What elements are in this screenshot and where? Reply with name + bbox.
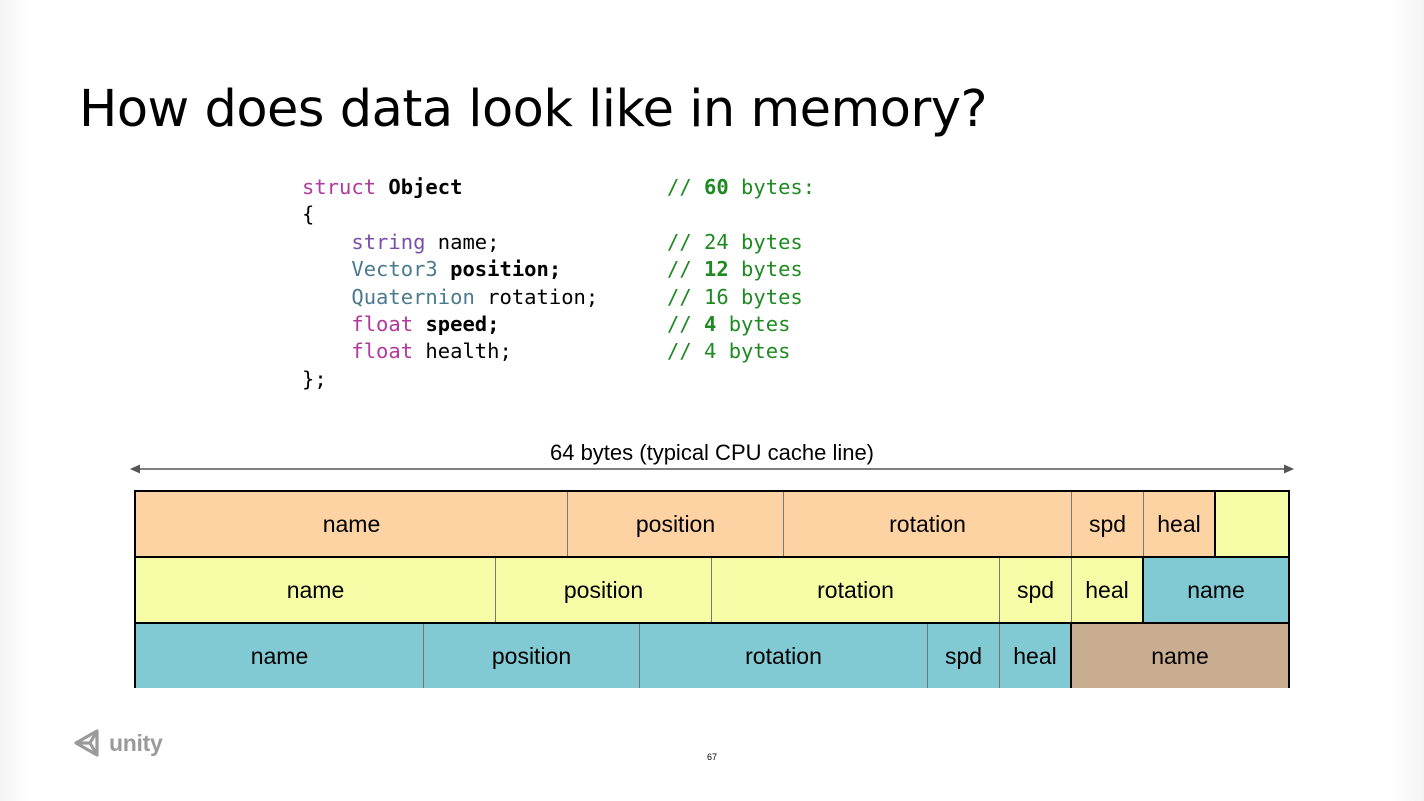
code-token: health; (413, 339, 512, 364)
code-token: }; (302, 366, 327, 391)
code-comment: // 24 bytes (667, 229, 803, 256)
row-separator (136, 556, 1288, 558)
code-token: float (351, 339, 414, 364)
memory-field-rotation: rotation (784, 492, 1072, 556)
memory-field-padding (1216, 492, 1288, 556)
code-comment: // 16 bytes (667, 284, 803, 311)
code-indent (302, 339, 351, 363)
memory-field-spd: spd (1072, 492, 1144, 556)
memory-field-heal: heal (1072, 558, 1144, 622)
unity-logo-text: unity (109, 729, 163, 756)
code-text: Vector3 position; (302, 256, 561, 283)
cache-line-label: 64 bytes (typical CPU cache line) (549, 440, 875, 465)
code-token: rotation; (474, 284, 599, 309)
code-token (376, 175, 388, 199)
comment-token: bytes (728, 257, 803, 282)
code-text: float speed; (302, 311, 500, 338)
code-token: Object (388, 175, 463, 199)
code-token (413, 312, 425, 336)
memory-field-name: name (1144, 558, 1288, 622)
code-indent (302, 312, 351, 336)
code-comment: // 60 bytes: (667, 174, 815, 201)
memory-field-name: name (136, 624, 424, 688)
comment-token: // (667, 257, 705, 282)
row-separator (136, 622, 1288, 624)
code-token: struct (302, 175, 377, 199)
code-comment: // 4 bytes (667, 311, 790, 338)
memory-field-name: name (136, 558, 496, 622)
code-token: float (351, 311, 414, 336)
code-comment: // 12 bytes (667, 256, 803, 283)
code-text: float health; (302, 338, 512, 365)
code-token: speed; (425, 311, 500, 336)
slide-title: How does data look like in memory? (79, 80, 988, 139)
code-text: struct Object (302, 174, 462, 201)
code-token: Quaternion (351, 284, 475, 309)
code-indent (302, 285, 351, 309)
code-token: string (351, 229, 426, 254)
memory-field-heal: heal (1144, 492, 1216, 556)
comment-token: // (667, 175, 705, 199)
page-number: 67 (706, 752, 717, 762)
memory-field-spd: spd (1000, 558, 1072, 622)
memory-field-position: position (424, 624, 640, 688)
code-token: position; (450, 257, 562, 282)
memory-field-heal: heal (1000, 624, 1072, 688)
code-token: { (302, 202, 315, 227)
code-token: name; (425, 229, 500, 254)
unity-cube-icon (74, 729, 99, 757)
comment-token: bytes: (728, 175, 816, 199)
comment-token: // 4 bytes (667, 339, 791, 364)
code-text: }; (302, 366, 327, 393)
memory-field-name: name (136, 492, 568, 556)
memory-field-name: name (1072, 624, 1288, 688)
code-token: Vector3 (351, 257, 438, 282)
code-text: Quaternion rotation; (302, 284, 598, 311)
comment-token: bytes (716, 311, 791, 336)
comment-token: // (667, 311, 705, 336)
code-comment: // 4 bytes (667, 338, 790, 365)
code-token (438, 257, 450, 281)
code-text: string name; (302, 229, 500, 256)
memory-field-spd: spd (928, 624, 1000, 688)
comment-token: 12 (704, 257, 729, 282)
code-indent (302, 257, 351, 281)
comment-token: 60 (704, 175, 729, 199)
comment-token: // 24 bytes (667, 229, 803, 254)
memory-field-rotation: rotation (640, 624, 928, 688)
comment-token: // 16 bytes (667, 284, 803, 309)
unity-logo: unity (72, 726, 163, 760)
memory-field-rotation: rotation (712, 558, 1000, 622)
code-indent (302, 230, 351, 254)
comment-token: 4 (704, 311, 717, 336)
cache-line-width-arrow (130, 464, 1294, 474)
code-text: { (302, 201, 314, 228)
memory-field-position: position (568, 492, 784, 556)
memory-field-position: position (496, 558, 712, 622)
